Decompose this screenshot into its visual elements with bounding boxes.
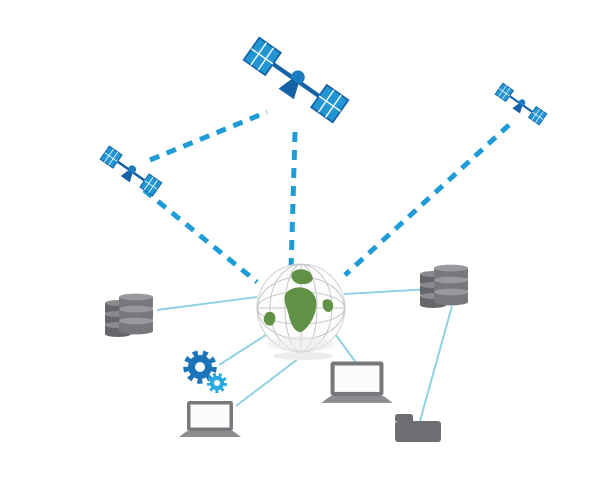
gears-icon [186,353,225,391]
storage-box-icon [395,414,441,442]
satellite-link-satellite-left-satellite-top [149,109,268,163]
satellite-link-satellite-top-globe [288,131,298,271]
database-left-icon [105,293,153,337]
network-link-globe-gears [218,330,273,366]
network-link-database-right-storage-box [419,305,453,422]
satellite-link-satellite-left-globe [142,188,259,284]
network-link-globe-database-right [343,288,433,295]
satellite-left-icon [98,145,163,199]
satellite-top-icon [240,36,350,126]
database-right-icon [420,264,468,308]
network-link-globe-database-left [156,296,258,311]
edges-layer [142,109,511,422]
satellite-link-satellite-right-globe [343,123,511,277]
satellite-right-icon [493,82,548,127]
globe-icon [256,263,346,361]
laptop-bottom-icon [179,401,241,437]
nodes-layer [98,36,548,442]
laptop-right-icon [321,361,393,403]
